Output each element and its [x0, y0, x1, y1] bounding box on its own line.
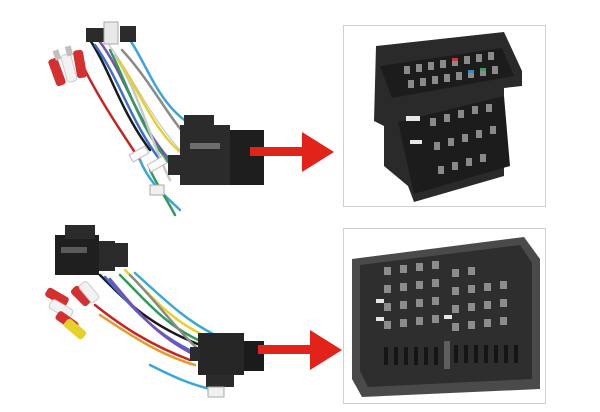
connector-closeup-bottom [343, 228, 546, 404]
wiring-harness-bottom [45, 225, 264, 398]
arrow-right-icon [258, 330, 342, 370]
connector-closeup-top [343, 25, 546, 207]
connector-face-bottom [352, 237, 540, 397]
connector-face-top [374, 32, 522, 202]
wiring-harness-top [48, 21, 264, 217]
arrow-right-icon [250, 132, 334, 172]
